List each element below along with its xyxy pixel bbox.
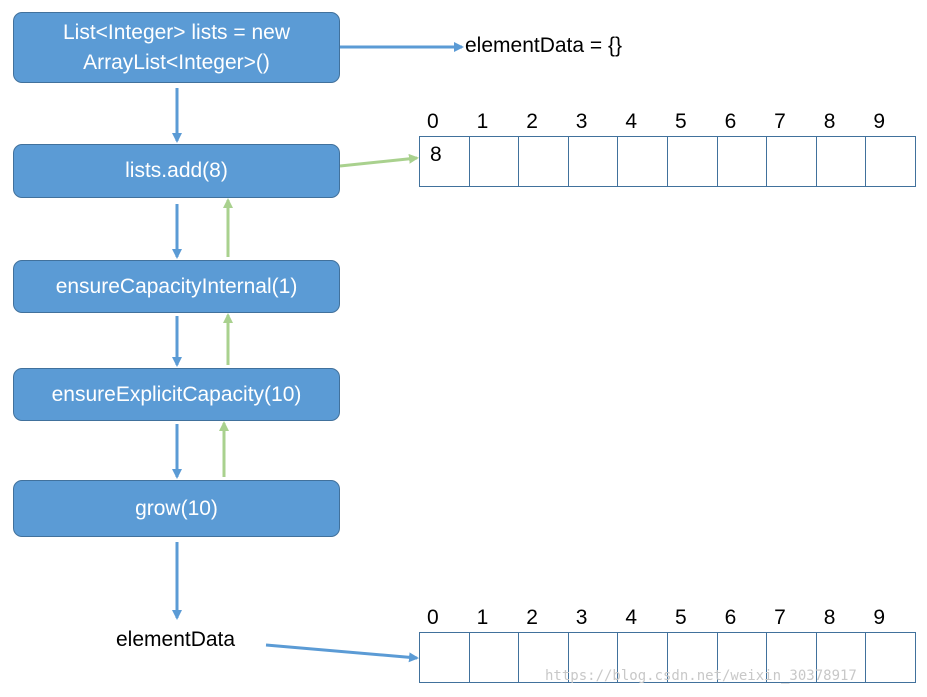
top-array-index-0: 0 [427, 110, 439, 133]
bottom-array-cell-3 [568, 633, 619, 683]
new-arraylist-node: List<Integer> lists = new ArrayList<Inte… [13, 12, 340, 83]
bottom-array-cell-0 [420, 633, 470, 683]
bottom-array-cell-5 [667, 633, 718, 683]
arrow-element-data-to-array [265, 643, 419, 663]
grow-node-label: grow(10) [135, 496, 218, 520]
bottom-array-index-0: 0 [427, 606, 439, 629]
ensure-explicit-capacity-node: ensureExplicitCapacity(10) [13, 368, 340, 421]
top-array-index-5: 5 [674, 110, 687, 133]
add-node-label: lists.add(8) [125, 159, 228, 182]
element-data-empty-label: elementData = {} [465, 34, 623, 57]
arrow-add-to-array [339, 153, 419, 168]
top-array-cell-6 [717, 137, 768, 187]
bottom-array-indices: 0 1 2 3 4 5 6 7 8 9 [419, 606, 915, 630]
bottom-array-index-4: 4 [625, 606, 638, 629]
bottom-array-cell-8 [816, 633, 867, 683]
top-array-indices: 0 1 2 3 4 5 6 7 8 9 [419, 110, 915, 134]
top-array-cell-8 [816, 137, 867, 187]
ensure-explicit-capacity-label: ensureExplicitCapacity(10) [51, 382, 302, 406]
top-array-index-7: 7 [774, 110, 786, 133]
top-array-cell-4 [618, 137, 668, 187]
new-arraylist-line2: ArrayList<Integer>() [83, 50, 270, 74]
top-array-index-1: 1 [476, 110, 489, 133]
bottom-array-index-1: 1 [476, 606, 489, 629]
watermark: https://blog.csdn.net/weixin_30378917 [545, 668, 857, 684]
top-array-cell-9 [866, 137, 916, 187]
bottom-array-index-6: 6 [724, 606, 737, 629]
ensure-capacity-internal-label: ensureCapacityInternal(1) [55, 274, 298, 298]
bottom-array-index-5: 5 [674, 606, 687, 629]
bottom-array-cell-4 [618, 633, 668, 683]
top-array-cell-2 [519, 137, 569, 187]
add-node: lists.add(8) [13, 144, 340, 198]
bottom-array-index-3: 3 [575, 606, 588, 629]
grow-node: grow(10) [13, 480, 340, 537]
top-array-index-2: 2 [526, 110, 538, 133]
new-arraylist-line1: List<Integer> lists = new [62, 20, 291, 44]
top-array-index-6: 6 [724, 110, 737, 133]
bottom-array-index-2: 2 [526, 606, 538, 629]
bottom-array-cell-6 [717, 633, 768, 683]
top-array-cell-7 [767, 137, 817, 187]
element-data-label: elementData [116, 628, 236, 651]
top-array-index-3: 3 [575, 110, 588, 133]
ensure-capacity-internal-node: ensureCapacityInternal(1) [13, 260, 340, 313]
top-array-cell-3 [568, 137, 619, 187]
bottom-array-index-8: 8 [823, 606, 836, 629]
bottom-array-index-9: 9 [873, 606, 886, 629]
bottom-array [419, 632, 916, 683]
bottom-array-cell-9 [866, 633, 916, 683]
top-array-cell-1 [469, 137, 520, 187]
bottom-array-index-7: 7 [774, 606, 786, 629]
bottom-array-cell-2 [519, 633, 569, 683]
top-array-index-8: 8 [823, 110, 836, 133]
bottom-array-cell-7 [767, 633, 817, 683]
top-array-cell-0: 8 [420, 137, 470, 187]
top-array-cell-5 [667, 137, 718, 187]
top-array-index-4: 4 [625, 110, 638, 133]
top-array-index-9: 9 [873, 110, 886, 133]
bottom-array-cell-1 [469, 633, 520, 683]
top-array: 8 [419, 136, 916, 187]
